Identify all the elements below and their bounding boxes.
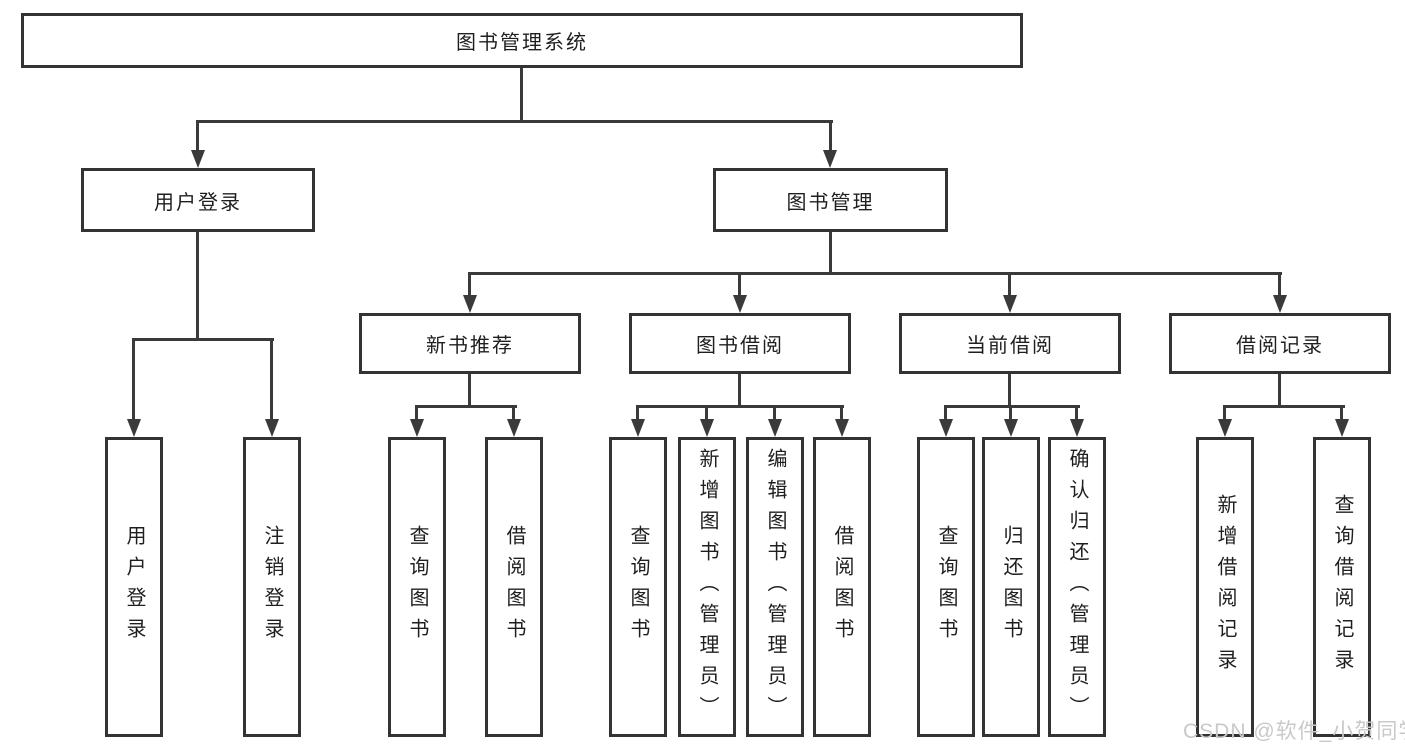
- connector-line: [196, 232, 199, 341]
- connector-line: [520, 68, 523, 123]
- leaf-query-books-recommend: 查询图书: [388, 437, 446, 737]
- connector-line: [829, 232, 832, 275]
- leaf-confirm-return-admin: 确认归还（管理员）: [1048, 437, 1106, 737]
- node-library-system: 图书管理系统: [21, 13, 1023, 68]
- connector-line: [196, 120, 833, 123]
- connector-line: [415, 405, 517, 408]
- arrowhead-icon: [1218, 419, 1232, 437]
- node-label: 确认归还（管理员）: [1066, 447, 1088, 727]
- leaf-user-login: 用户登录: [105, 437, 163, 737]
- connector-line: [829, 120, 832, 152]
- node-label: 图书管理系统: [456, 32, 588, 54]
- connector-line: [1008, 272, 1011, 297]
- connector-line: [636, 405, 639, 421]
- connector-line: [944, 405, 947, 421]
- connector-line: [415, 405, 418, 421]
- arrowhead-icon: [265, 419, 279, 437]
- connector-line: [468, 272, 471, 297]
- csdn-watermark: CSDN @软件_小贺同学: [1183, 720, 1405, 743]
- connector-line: [840, 405, 843, 421]
- connector-line: [1008, 374, 1011, 408]
- node-label: 借阅图书: [831, 525, 853, 649]
- arrowhead-icon: [939, 419, 953, 437]
- connector-line: [738, 272, 741, 297]
- connector-line: [132, 338, 135, 421]
- leaf-return-books: 归还图书: [982, 437, 1040, 737]
- node-label: 编辑图书（管理员）: [764, 447, 786, 727]
- node-label: 借阅记录: [1236, 335, 1324, 357]
- node-current-borrowing: 当前借阅: [899, 313, 1121, 374]
- leaf-add-books-admin: 新增图书（管理员）: [678, 437, 736, 737]
- connector-line: [944, 405, 1080, 408]
- leaf-query-books-current: 查询图书: [917, 437, 975, 737]
- connector-line: [468, 374, 471, 408]
- arrowhead-icon: [700, 419, 714, 437]
- connector-line: [636, 405, 844, 408]
- leaf-query-books-borrowing: 查询图书: [609, 437, 667, 737]
- node-label: 当前借阅: [966, 335, 1054, 357]
- arrowhead-icon: [1273, 295, 1287, 313]
- connector-line: [1278, 374, 1281, 408]
- node-label: 查询图书: [406, 525, 428, 649]
- leaf-add-borrow-record: 新增借阅记录: [1196, 437, 1254, 737]
- node-label: 新增图书（管理员）: [696, 447, 718, 727]
- node-label: 注销登录: [261, 525, 283, 649]
- connector-line: [196, 120, 199, 152]
- node-label: 查询借阅记录: [1331, 494, 1353, 680]
- connector-line: [1009, 405, 1012, 421]
- leaf-borrow-books: 借阅图书: [813, 437, 871, 737]
- node-label: 图书管理: [786, 191, 875, 214]
- arrowhead-icon: [127, 419, 141, 437]
- connector-line: [1223, 405, 1345, 408]
- arrowhead-icon: [835, 419, 849, 437]
- connector-line: [1223, 405, 1226, 421]
- arrowhead-icon: [410, 419, 424, 437]
- node-label: 图书借阅: [696, 335, 784, 357]
- arrowhead-icon: [1004, 419, 1018, 437]
- node-label: 查询图书: [627, 525, 649, 649]
- arrowhead-icon: [1335, 419, 1349, 437]
- arrowhead-icon: [733, 295, 747, 313]
- arrowhead-icon: [1070, 419, 1084, 437]
- connector-line: [512, 405, 515, 421]
- node-label: 用户登录: [123, 525, 145, 649]
- node-new-book-recommend: 新书推荐: [359, 313, 581, 374]
- node-label: 查询图书: [935, 525, 957, 649]
- arrowhead-icon: [191, 150, 205, 168]
- leaf-borrow-books-recommend: 借阅图书: [485, 437, 543, 737]
- connector-line: [773, 405, 776, 421]
- leaf-logout: 注销登录: [243, 437, 301, 737]
- connector-line: [738, 374, 741, 408]
- connector-line: [705, 405, 708, 421]
- connector-line: [1278, 272, 1281, 297]
- node-book-borrowing: 图书借阅: [629, 313, 851, 374]
- connector-line: [270, 338, 273, 421]
- node-label: 归还图书: [1000, 525, 1022, 649]
- arrowhead-icon: [631, 419, 645, 437]
- connector-line: [468, 272, 1282, 275]
- arrowhead-icon: [768, 419, 782, 437]
- connector-line: [1075, 405, 1078, 421]
- node-borrowing-records: 借阅记录: [1169, 313, 1391, 374]
- node-label: 用户登录: [154, 191, 242, 214]
- node-label: 借阅图书: [503, 525, 525, 649]
- leaf-query-borrow-record: 查询借阅记录: [1313, 437, 1371, 737]
- connector-line: [132, 338, 274, 341]
- node-user-login: 用户登录: [81, 168, 315, 232]
- arrowhead-icon: [463, 295, 477, 313]
- arrowhead-icon: [507, 419, 521, 437]
- leaf-edit-books-admin: 编辑图书（管理员）: [746, 437, 804, 737]
- node-label: 新书推荐: [426, 335, 514, 357]
- node-book-management: 图书管理: [713, 168, 948, 232]
- node-label: 新增借阅记录: [1214, 494, 1236, 680]
- arrowhead-icon: [823, 150, 837, 168]
- connector-line: [1340, 405, 1343, 421]
- arrowhead-icon: [1003, 295, 1017, 313]
